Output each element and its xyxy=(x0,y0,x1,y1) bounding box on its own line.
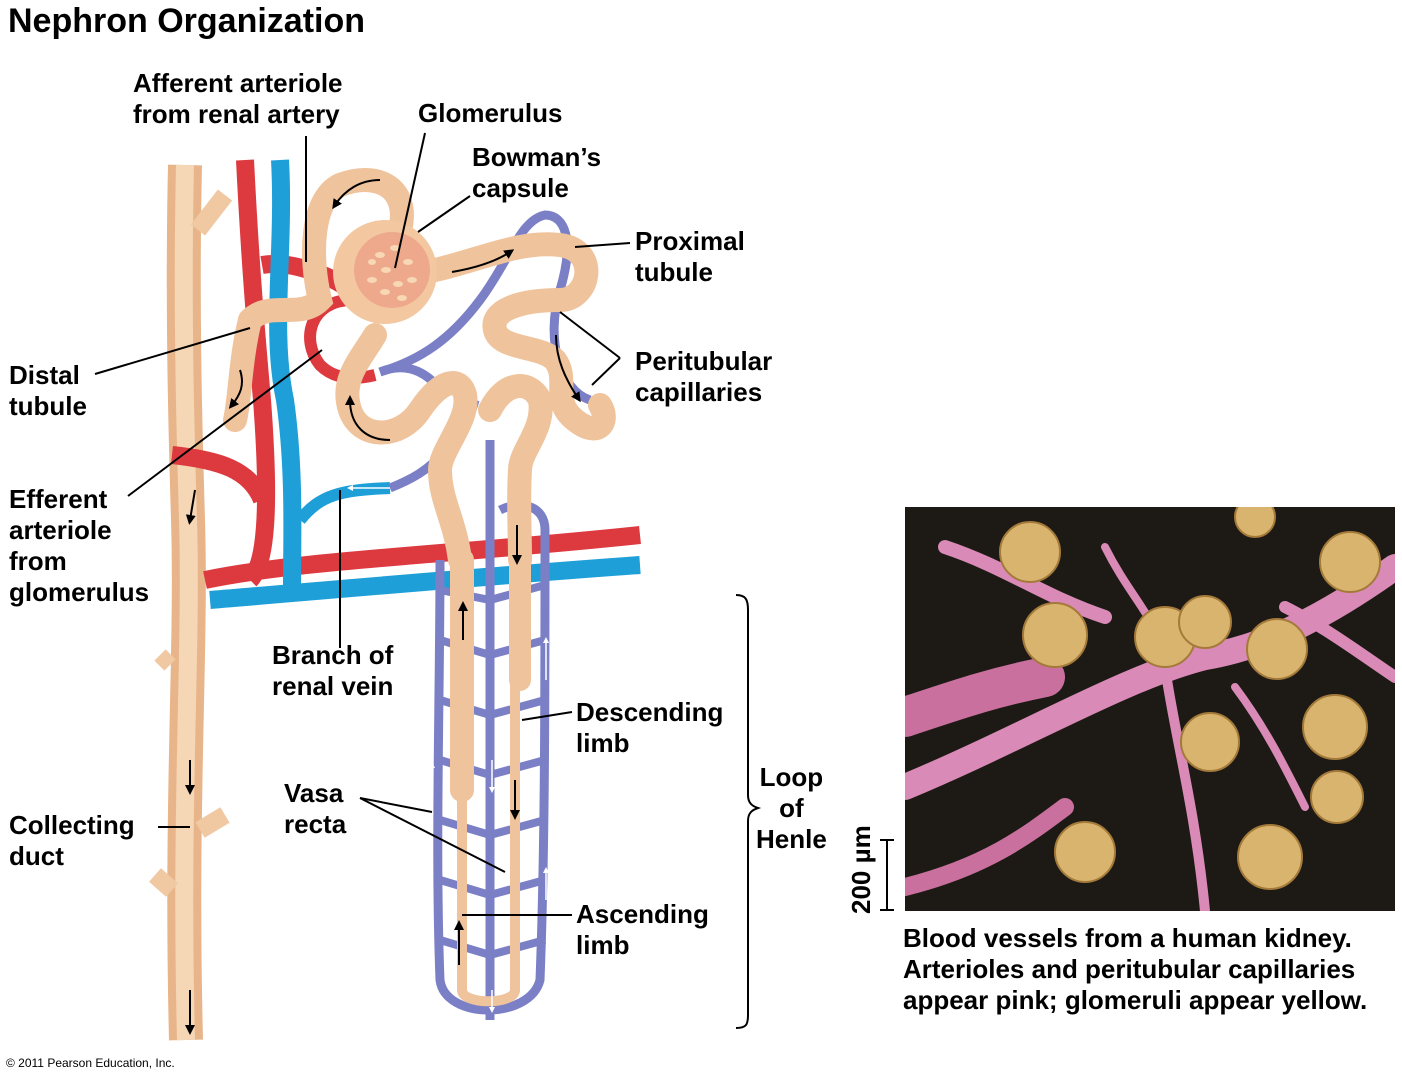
label-ascending-limb: Ascending limb xyxy=(576,899,709,960)
label-distal-tubule: Distal tubule xyxy=(9,360,87,421)
label-glomerulus: Glomerulus xyxy=(418,98,563,128)
copyright: © 2011 Pearson Education, Inc. xyxy=(6,1056,175,1070)
veins xyxy=(209,159,641,609)
capillaries xyxy=(378,210,592,1020)
kidney-micrograph xyxy=(905,507,1395,911)
label-afferent-arteriole: Afferent arteriole from renal artery xyxy=(133,68,343,129)
flow-arrows xyxy=(185,179,581,1035)
label-renal-vein-branch: Branch of renal vein xyxy=(272,640,394,701)
leader-lines xyxy=(94,132,631,916)
label-vasa-recta: Vasa recta xyxy=(284,778,347,839)
loop-of-henle xyxy=(450,548,531,1007)
label-collecting-duct: Collecting duct xyxy=(9,810,135,871)
photo-caption: Blood vessels from a human kidney. Arter… xyxy=(903,923,1368,1015)
micrograph-illustration xyxy=(905,507,1395,911)
glomerulus xyxy=(333,220,437,324)
loop-of-henle-brace xyxy=(735,594,762,1029)
page-title: Nephron Organization xyxy=(8,2,365,40)
label-loop-of-henle: Loop of Henle xyxy=(756,762,827,854)
scale-bar-label: 200 µm xyxy=(846,825,876,914)
collecting-duct xyxy=(149,164,233,1041)
scale-bar xyxy=(880,839,894,911)
label-proximal-tubule: Proximal tubule xyxy=(635,226,745,287)
blood-flow-arrows xyxy=(347,485,549,1013)
label-peritubular-capillaries: Peritubular capillaries xyxy=(635,346,773,407)
label-descending-limb: Descending limb xyxy=(576,697,724,758)
label-efferent-arteriole: Efferent arteriole from glomerulus xyxy=(9,484,150,607)
label-bowmans-capsule: Bowman’s capsule xyxy=(472,142,602,203)
